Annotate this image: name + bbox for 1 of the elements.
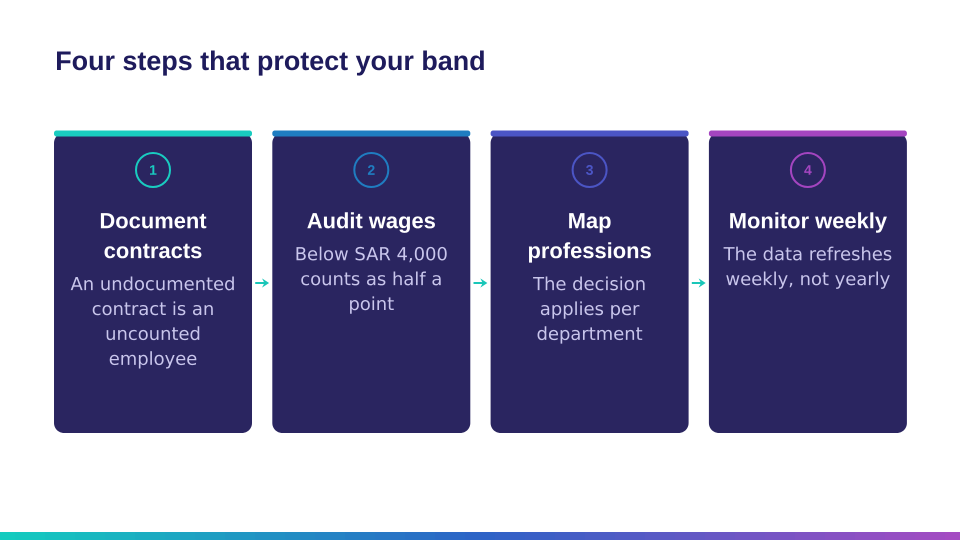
title: Four steps that protect your band bbox=[57, 50, 484, 76]
